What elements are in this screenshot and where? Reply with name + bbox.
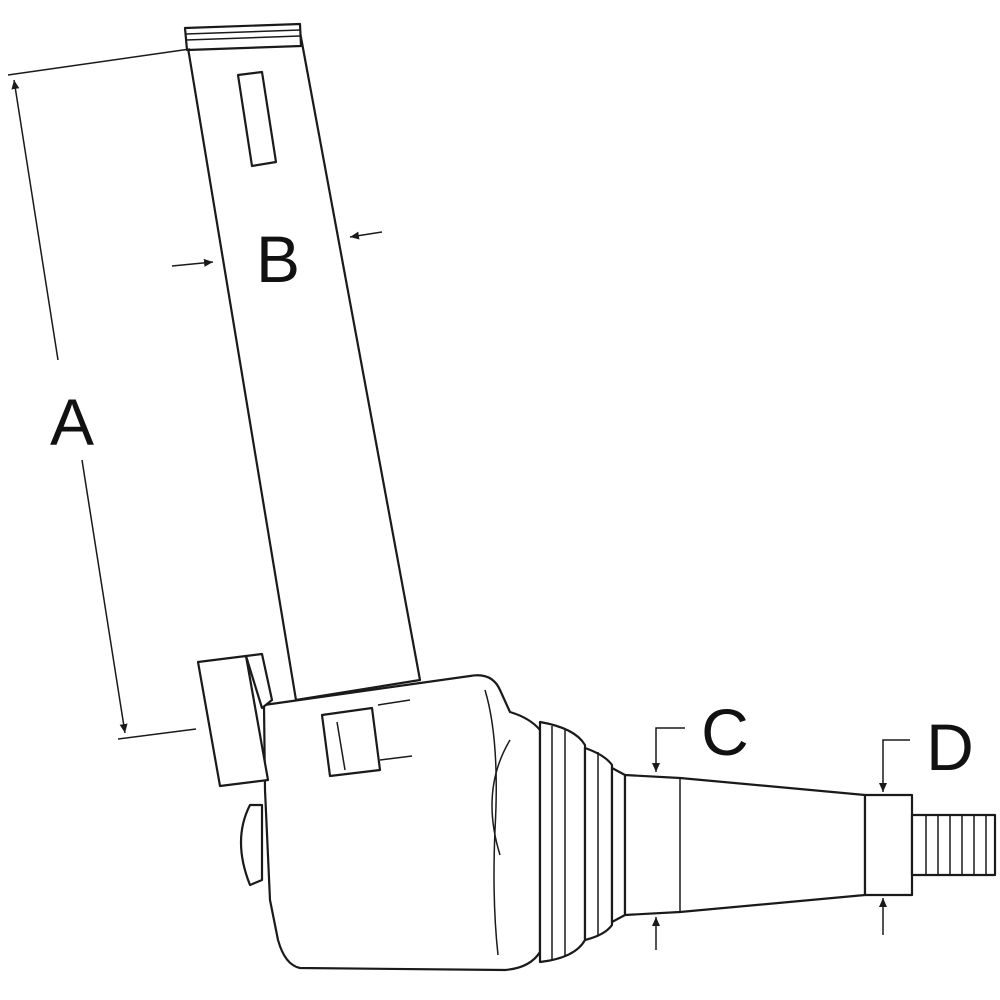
- dimension-b: B: [171, 222, 383, 296]
- label-b: B: [256, 222, 300, 296]
- knuckle-body: [196, 652, 542, 972]
- shaft-slot: [236, 70, 278, 168]
- label-c: C: [701, 695, 749, 769]
- dimension-c: C: [652, 695, 749, 950]
- dimension-a: A: [7, 48, 197, 740]
- spindle-shaft: [183, 22, 422, 702]
- threaded-end: [910, 813, 997, 877]
- label-a: A: [50, 385, 94, 459]
- flange-rings: [538, 720, 627, 964]
- tapered-spindle: [623, 773, 997, 917]
- dimension-d: D: [879, 710, 974, 935]
- label-d: D: [926, 710, 974, 784]
